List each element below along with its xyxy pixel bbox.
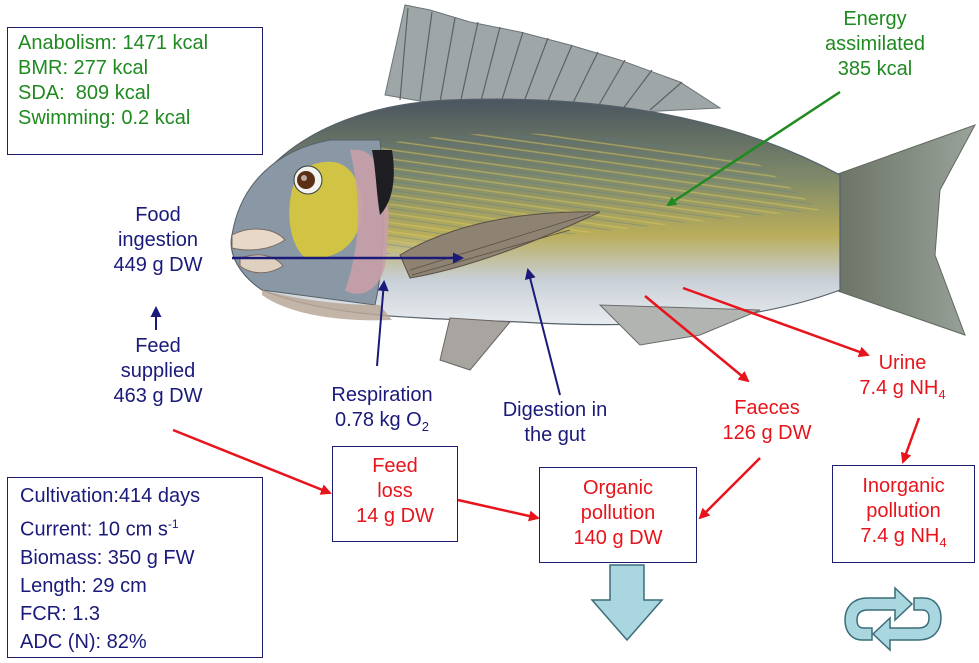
anabolism-value: Anabolism: 1471 kcal	[18, 31, 262, 56]
energy-assimilated-line2: assimilated	[800, 32, 950, 57]
feed-loss-to-organic-arrow	[458, 500, 538, 518]
digestion-line2: the gut	[480, 423, 630, 448]
energy-assimilated-arrow	[668, 92, 840, 205]
feed-loss-line1: Feed	[333, 454, 457, 479]
urine-to-inorganic-arrow	[903, 418, 919, 462]
recycle-icon	[845, 588, 941, 650]
length-value: Length: 29 cm	[20, 572, 262, 600]
feed-supplied-line1: Feed	[88, 334, 228, 359]
respiration-line1: Respiration	[307, 383, 457, 408]
faeces-line2: 126 g DW	[697, 421, 837, 446]
cultivation-days: Cultivation:414 days	[20, 482, 262, 510]
respiration-value: 0.78 kg O	[335, 409, 422, 431]
organic-pollution-line3: 140 g DW	[540, 526, 696, 551]
feed-loss-box: Feed loss 14 g DW	[332, 446, 458, 542]
urine-value: 7.4 g NH	[859, 377, 938, 399]
sda-value: SDA: 809 kcal	[18, 81, 262, 106]
respiration-label: Respiration 0.78 kg O2	[307, 383, 457, 439]
urine-subscript: 4	[938, 387, 945, 402]
current-superscript: -1	[168, 517, 179, 531]
inorganic-pollution-box: Inorganic pollution 7.4 g NH4	[832, 465, 975, 563]
current-value: Current: 10 cm s	[20, 519, 168, 541]
feed-loss-line2: loss	[333, 479, 457, 504]
urine-line2: 7.4 g NH4	[830, 376, 975, 407]
energy-assimilated-line3: 385 kcal	[800, 57, 950, 82]
feed-supplied-label: Feed supplied 463 g DW	[88, 334, 228, 409]
organic-pollution-line2: pollution	[540, 501, 696, 526]
respiration-subscript: 2	[422, 419, 429, 434]
food-ingestion-line2: ingestion	[88, 228, 228, 253]
energy-assimilated-label: Energy assimilated 385 kcal	[800, 7, 950, 82]
fcr-value: FCR: 1.3	[20, 600, 262, 628]
organic-pollution-box: Organic pollution 140 g DW	[539, 467, 697, 563]
digestion-line1: Digestion in	[480, 398, 630, 423]
cultivation-parameters-box: Cultivation:414 days Current: 10 cm s-1 …	[7, 477, 263, 658]
urine-label: Urine 7.4 g NH4	[830, 351, 975, 407]
inorganic-pollution-subscript: 4	[939, 535, 946, 550]
food-ingestion-line3: 449 g DW	[88, 253, 228, 278]
faeces-line1: Faeces	[697, 396, 837, 421]
faeces-label: Faeces 126 g DW	[697, 396, 837, 446]
digestion-label: Digestion in the gut	[480, 398, 630, 448]
respiration-line2: 0.78 kg O2	[307, 408, 457, 439]
energy-budget-box: Anabolism: 1471 kcal BMR: 277 kcal SDA: …	[7, 27, 263, 155]
current-speed: Current: 10 cm s-1	[20, 510, 262, 544]
urine-line1: Urine	[830, 351, 975, 376]
respiration-arrow	[377, 282, 384, 366]
bmr-value: BMR: 277 kcal	[18, 56, 262, 81]
biomass-value: Biomass: 350 g FW	[20, 544, 262, 572]
digestion-arrow	[528, 270, 560, 395]
faeces-arrow	[645, 296, 748, 381]
inorganic-pollution-line2: pollution	[833, 499, 974, 524]
organic-pollution-line1: Organic	[540, 476, 696, 501]
food-ingestion-label: Food ingestion 449 g DW	[88, 203, 228, 278]
feed-supplied-line2: supplied	[88, 359, 228, 384]
feed-loss-line3: 14 g DW	[333, 504, 457, 529]
adc-value: ADC (N): 82%	[20, 628, 262, 656]
inorganic-pollution-value: 7.4 g NH	[860, 525, 939, 547]
inorganic-pollution-line3: 7.4 g NH4	[833, 524, 974, 555]
urine-arrow	[683, 288, 868, 355]
feed-supplied-line3: 463 g DW	[88, 384, 228, 409]
swimming-value: Swimming: 0.2 kcal	[18, 106, 262, 131]
faeces-to-organic-arrow	[700, 458, 760, 518]
down-arrow	[592, 565, 662, 640]
food-ingestion-line1: Food	[88, 203, 228, 228]
energy-assimilated-line1: Energy	[800, 7, 950, 32]
inorganic-pollution-line1: Inorganic	[833, 474, 974, 499]
